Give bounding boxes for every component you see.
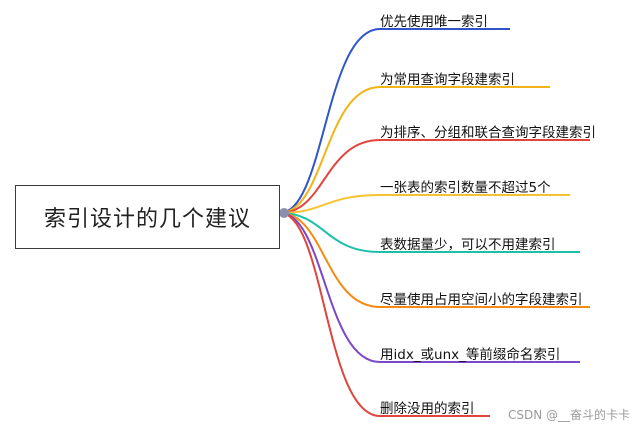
branch-label: 为常用查询字段建索引 xyxy=(380,72,515,88)
branch-label: 用idx_或unx_等前缀命名索引 xyxy=(380,347,561,363)
branch-connector xyxy=(279,194,570,214)
branch-label: 优先使用唯一索引 xyxy=(380,14,488,30)
branch-connector xyxy=(279,212,590,308)
branch-connector xyxy=(279,139,590,214)
branch-connector xyxy=(279,212,490,417)
watermark: CSDN @__奋斗的卡卡 xyxy=(507,408,630,422)
root-connector-dot xyxy=(279,208,289,218)
branch-label: 为排序、分组和联合查询字段建索引 xyxy=(380,125,596,141)
branch-connector xyxy=(279,212,580,363)
branch-label: 一张表的索引数量不超过5个 xyxy=(380,180,551,196)
root-topic-label: 索引设计的几个建议 xyxy=(43,207,251,232)
branch-label: 尽量使用占用空间小的字段建索引 xyxy=(380,292,583,308)
branch-connector xyxy=(279,212,580,253)
branch-connector xyxy=(279,28,510,214)
branch-label: 删除没用的索引 xyxy=(380,401,475,417)
root-topic: 索引设计的几个建议 xyxy=(15,185,280,249)
branch-connector xyxy=(279,86,550,214)
branch-label: 表数据量少，可以不用建索引 xyxy=(380,237,556,253)
